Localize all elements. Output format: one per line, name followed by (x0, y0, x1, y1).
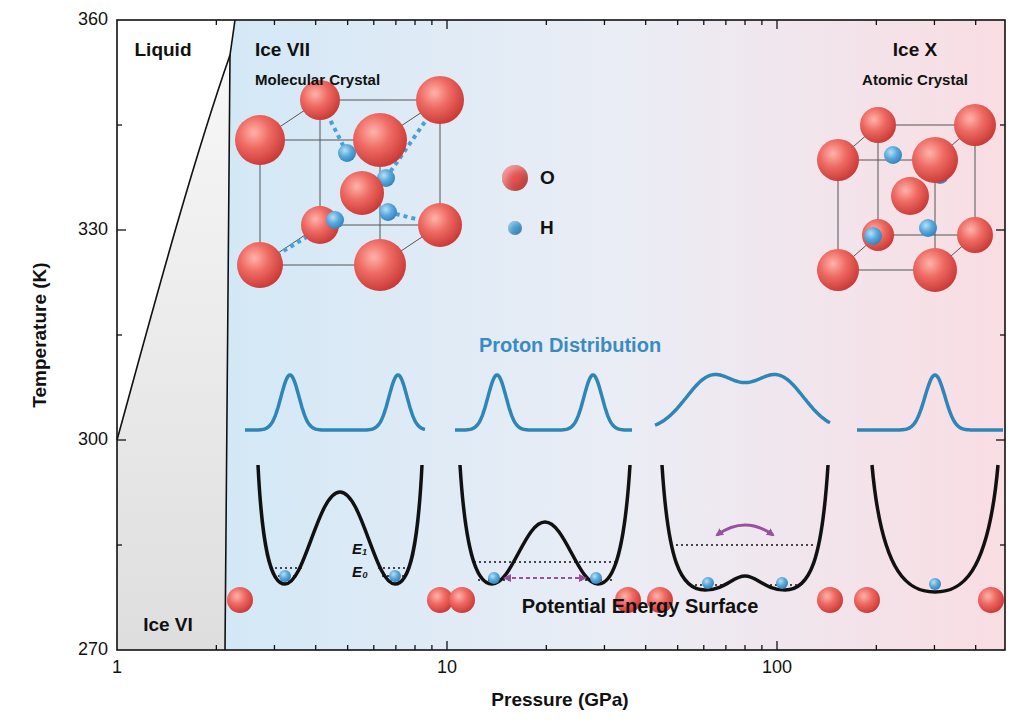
ice-region (225, 20, 1005, 650)
potential-curves (258, 465, 998, 592)
tick-label: 360 (78, 10, 108, 30)
tick-label: 270 (78, 640, 108, 660)
legend-label: O (540, 168, 555, 189)
section-title: Potential Energy Surface (522, 595, 759, 617)
phase-label: Ice VII (255, 40, 310, 61)
plot-frame (117, 20, 1005, 650)
phase-subtitle: Molecular Crystal (255, 72, 380, 89)
axis-title: Pressure (GPa) (491, 690, 628, 711)
ice-x-structure (817, 104, 996, 292)
phase-label: Ice VI (143, 615, 193, 636)
section-title: Proton Distribution (479, 334, 661, 356)
tick-label: 330 (78, 220, 108, 240)
hopping-arrow (717, 525, 773, 535)
phase-label: Ice X (893, 40, 937, 61)
ice-vii-structure (235, 76, 464, 291)
tick-label: 10 (437, 658, 457, 678)
phase-subtitle: Atomic Crystal (862, 72, 968, 89)
tick-label: 300 (78, 430, 108, 450)
tunneling-arrow (505, 577, 585, 579)
energy-levels (270, 545, 814, 585)
axis-title: Temperature (K) (30, 262, 51, 407)
legend-swatch (502, 165, 528, 191)
legend-swatch (508, 221, 522, 235)
axis-ticks (117, 20, 1005, 650)
tick-label: 100 (762, 658, 792, 678)
legend-label: H (540, 218, 554, 239)
energy-level-label: E₀ (352, 564, 368, 581)
energy-level-label: E₁ (352, 541, 367, 558)
proton-distribution-curves (245, 375, 1003, 431)
phase-label: Liquid (135, 40, 192, 61)
melting-line (117, 20, 235, 440)
phase-boundary (225, 55, 230, 650)
ice-vi-region (117, 55, 230, 650)
tick-label: 1 (112, 658, 122, 678)
